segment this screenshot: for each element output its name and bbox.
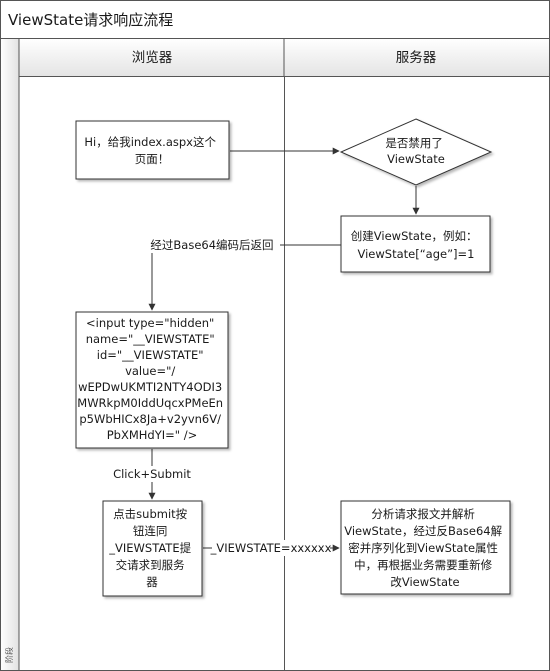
node-parse-line-1: 分析请求报文并解析 — [371, 507, 475, 521]
node-submit-line-2: 钮连同 — [133, 524, 168, 538]
edge-label-click-submit: Click+Submit — [113, 467, 191, 481]
edge-label-encode-return: 经过Base64编码后返回 — [150, 238, 273, 252]
node-hidden-input-line-4: value="/ — [125, 364, 175, 378]
lane-header-browser — [18, 38, 285, 77]
lane-label-server: 服务器 — [396, 50, 437, 66]
node-create-text: 创建ViewState，例如： ViewState[“age”]=1 — [351, 229, 481, 261]
node-hidden-input-line-2: name="__VIEWSTATE" — [86, 332, 215, 346]
node-decision — [339, 118, 493, 186]
side-column — [0, 38, 20, 671]
node-parse-line-4: 中，再根据业务需要重新修 — [354, 558, 492, 572]
edge-label-viewstate-post: _VIEWSTATE=xxxxxx — [210, 541, 332, 555]
node-request-line-1: Hi，给我index.aspx这个 — [84, 135, 216, 149]
node-request — [75, 120, 230, 180]
node-hidden-input-line-5: wEPDwUKMTI2NTY4ODI3 — [78, 380, 222, 394]
node-create-line-2: ViewState[“age”]=1 — [358, 247, 475, 261]
node-hidden-input-line-1: <input type="hidden" — [86, 316, 214, 330]
node-create-line-1: 创建ViewState，例如： — [351, 229, 478, 243]
node-parse-line-5: 改ViewState — [390, 575, 459, 589]
node-submit-text: 点击submit按 钮连同 _VIEWSTATE提 交请求到服务 器 — [108, 507, 195, 589]
node-submit-line-4: 交请求到服务 — [116, 558, 185, 572]
node-hidden-input-line-6: MWRkpM0IddUqcxPMeEn — [77, 396, 223, 410]
edge-label-bg-click — [114, 466, 190, 482]
node-submit-line-5: 器 — [146, 575, 158, 589]
edge-label-bg-encode — [146, 237, 280, 253]
node-request-line-2: 页面！ — [135, 152, 170, 166]
node-create — [340, 215, 491, 273]
node-hidden-input-line-3: id="__VIEWSTATE" — [97, 348, 204, 362]
node-decision-line-2: ViewState — [387, 152, 445, 166]
node-submit-line-3: _VIEWSTATE提 — [108, 541, 191, 555]
node-request-text: Hi，给我index.aspx这个 页面！ — [84, 135, 219, 166]
node-hidden-input — [75, 311, 229, 449]
node-hidden-input-line-7: p5WbHICx8Ja+v2yvn6V/ — [79, 412, 221, 426]
side-label: 阶段 — [4, 647, 14, 663]
node-hidden-input-line-8: PbXMHdYI=" /> — [107, 428, 198, 442]
lane-label-browser: 浏览器 — [132, 50, 173, 66]
edge-label-bg-post — [212, 540, 330, 556]
node-parse-line-3: 密并序列化到ViewState属性 — [348, 541, 498, 555]
node-submit — [102, 500, 203, 597]
node-parse — [340, 500, 511, 595]
node-decision-line-1: 是否禁用了 — [385, 136, 443, 150]
node-parse-text: 分析请求报文并解析 ViewState，经过反Base64解 密并序列化到Vie… — [344, 507, 506, 589]
node-hidden-input-text: <input type="hidden" name="__VIEWSTATE" … — [77, 316, 226, 442]
node-submit-line-1: 点击submit按 — [113, 507, 187, 521]
node-decision-text: 是否禁用了 ViewState — [385, 136, 446, 166]
diagram-title: ViewState请求响应流程 — [8, 11, 173, 29]
node-parse-line-2: ViewState，经过反Base64解 — [344, 524, 502, 538]
lane-header-server — [283, 38, 550, 77]
